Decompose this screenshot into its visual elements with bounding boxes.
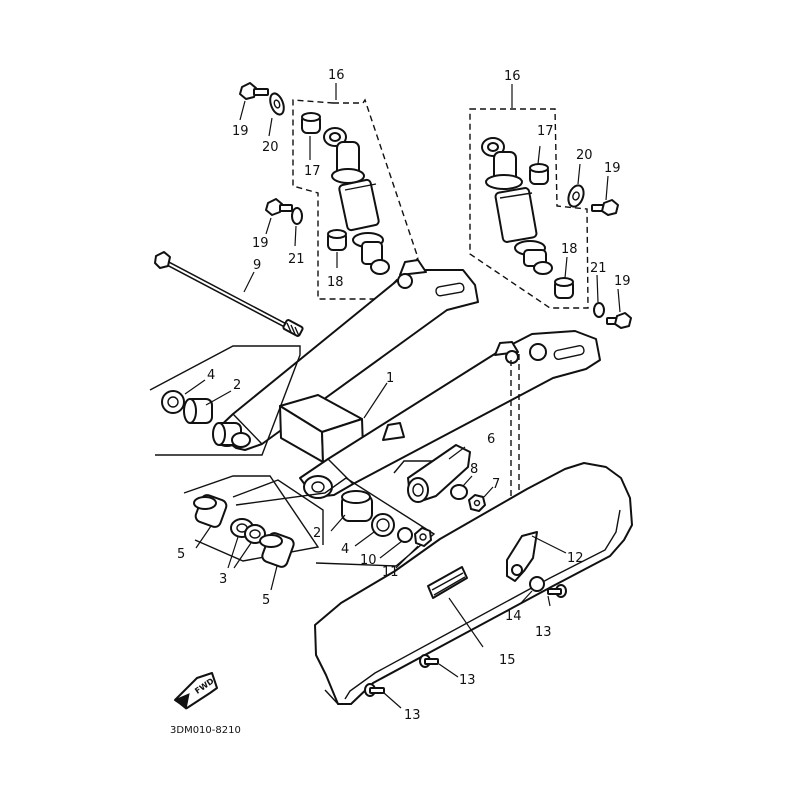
chain-case [314, 462, 633, 705]
callout-10: 10 [360, 553, 377, 568]
washer-14 [529, 576, 545, 592]
shock-mount-lug-right [505, 343, 547, 364]
shock-mount-lug-left [397, 273, 413, 289]
right-bolt-19-bottom [606, 312, 632, 329]
left-bushing-top [301, 112, 321, 134]
diagram-code: 3DM010-8210 [170, 725, 241, 736]
screw-13-middle [419, 654, 439, 668]
thrust-cover-4-lower [371, 513, 395, 537]
callout-5-right: 5 [262, 593, 270, 608]
right-bushing-bottom [554, 277, 574, 299]
screw-13-lower [364, 683, 385, 697]
callout-19-b: 19 [604, 161, 621, 176]
right-shock-absorber [481, 137, 553, 275]
callout-labels: 16 16 19 20 17 17 20 19 19 21 9 18 21 19… [177, 68, 631, 723]
callout-2-lower: 2 [313, 526, 321, 541]
left-bolt-19-mid [265, 198, 293, 216]
lower-left-plane [183, 475, 320, 562]
right-shock-outline [469, 108, 589, 309]
callout-15: 15 [499, 653, 516, 668]
callout-17-right: 17 [537, 124, 554, 139]
screw-13-right [547, 584, 567, 598]
right-bushing-top [529, 163, 549, 185]
callout-14: 14 [505, 609, 522, 624]
callout-16-right: 16 [504, 69, 521, 84]
bushing-5-right [259, 532, 295, 568]
nut-11 [414, 527, 432, 547]
bushing-2-upper [183, 398, 213, 424]
left-bushing-bottom [327, 229, 347, 251]
right-shock-group [469, 84, 589, 309]
callout-13-lower: 13 [404, 708, 421, 723]
right-bolt-19-top [591, 199, 619, 216]
bushing-upper-inner [212, 422, 251, 448]
callout-8: 8 [470, 462, 478, 477]
pivot-shaft [154, 251, 304, 337]
bushing-2-lower [341, 490, 373, 522]
right-washer-20 [567, 184, 585, 208]
left-shock-group [292, 83, 419, 300]
bushing-5-left [193, 494, 228, 528]
callout-20-right: 20 [576, 148, 593, 163]
callout-6: 6 [487, 432, 495, 447]
thrust-cover-4-upper [161, 390, 185, 414]
callout-20-left: 20 [262, 140, 279, 155]
callout-9: 9 [253, 258, 261, 273]
swingarm [213, 259, 601, 499]
callout-18-left: 18 [327, 275, 344, 290]
chain-puller-block-6 [407, 444, 471, 503]
nut-7 [468, 494, 486, 512]
upper-left-plane [149, 345, 301, 456]
callout-4-lower: 4 [341, 542, 349, 557]
callout-21-right: 21 [590, 261, 607, 276]
callout-13-right: 13 [535, 625, 552, 640]
left-washer-20 [269, 92, 285, 116]
washer-10 [397, 527, 413, 543]
callout-17-left: 17 [304, 164, 321, 179]
right-washer-21 [593, 302, 605, 318]
callout-1: 1 [386, 371, 394, 386]
callout-19-c: 19 [252, 236, 269, 251]
left-shock-outline [292, 98, 419, 300]
left-shock-absorber [323, 127, 390, 275]
left-bolt-19-top [239, 82, 269, 100]
callout-3: 3 [219, 572, 227, 587]
callout-11: 11 [382, 565, 399, 580]
callout-18-right: 18 [561, 242, 578, 257]
center-lower-plane [235, 477, 436, 567]
chain-case-label-plate [427, 566, 468, 599]
callout-2-upper: 2 [233, 378, 241, 393]
callout-4-upper: 4 [207, 368, 215, 383]
callout-19-a: 19 [232, 124, 249, 139]
callout-16-left: 16 [328, 68, 345, 83]
fwd-arrow-icon: FWD [174, 672, 218, 710]
callout-7: 7 [492, 477, 500, 492]
plate-8 [450, 484, 468, 500]
callout-13-middle: 13 [459, 673, 476, 688]
callout-12: 12 [567, 551, 584, 566]
callout-21-left: 21 [288, 252, 305, 267]
callout-19-d: 19 [614, 274, 631, 289]
callout-5-left: 5 [177, 547, 185, 562]
left-washer-21 [291, 207, 303, 225]
